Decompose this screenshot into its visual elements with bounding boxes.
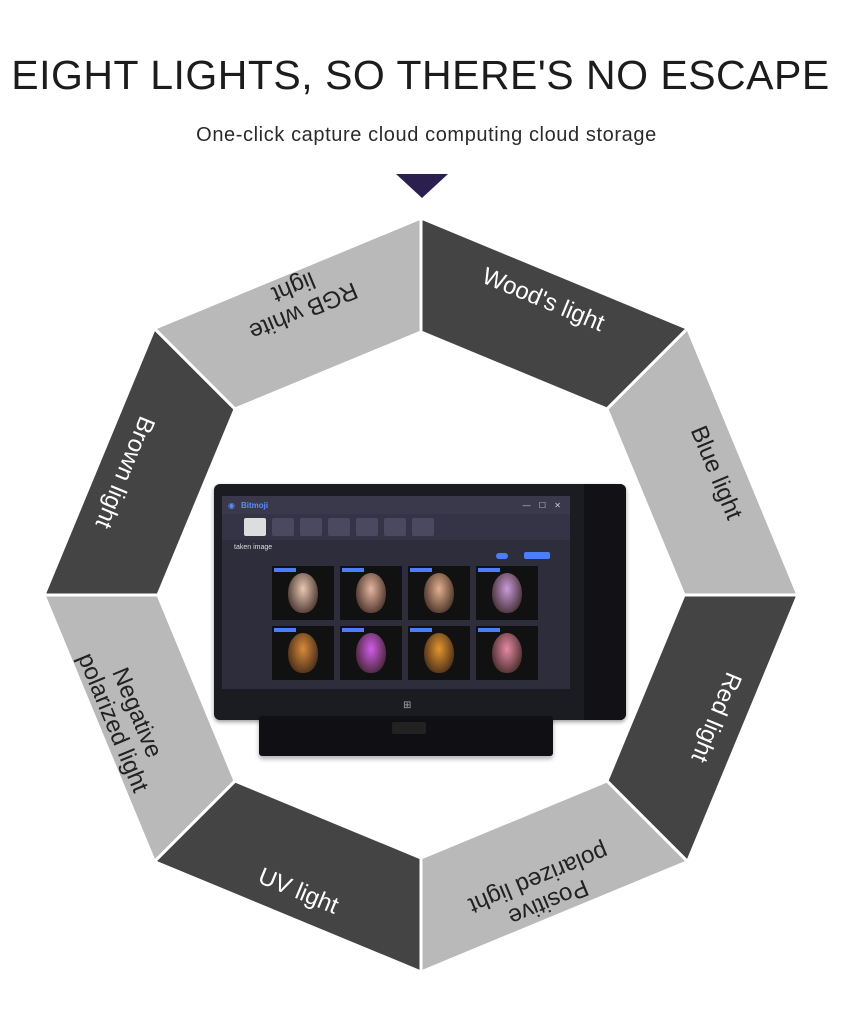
- section-label: taken image: [234, 544, 273, 551]
- human-face-toggle[interactable]: [496, 553, 508, 559]
- face-thumbnail[interactable]: [272, 566, 334, 620]
- thumbnail-tag: [478, 568, 500, 572]
- page-subtitle: One-click capture cloud computing cloud …: [196, 124, 657, 146]
- tool-button[interactable]: [384, 518, 406, 536]
- tool-button[interactable]: [272, 518, 294, 536]
- page-title: EIGHT LIGHTS, SO THERE'S NO ESCAPE: [11, 52, 830, 98]
- thumbnail-tag: [274, 568, 296, 572]
- tool-button[interactable]: [356, 518, 378, 536]
- face-thumbnail[interactable]: [476, 626, 538, 680]
- thumbnail-tag: [410, 568, 432, 572]
- triangle-marker-icon: [396, 174, 448, 198]
- tablet-screen: ◉ Bitmoji — ☐ ✕ taken image: [222, 496, 570, 689]
- face-thumbnail[interactable]: [340, 566, 402, 620]
- tool-button[interactable]: [412, 518, 434, 536]
- thumbnail-tag: [342, 628, 364, 632]
- action-button[interactable]: [524, 552, 550, 559]
- face-thumbnail[interactable]: [408, 566, 470, 620]
- thumbnail-tag: [478, 628, 500, 632]
- ring-segment: [151, 215, 423, 411]
- app-toolbar: [222, 514, 570, 540]
- face-thumbnail[interactable]: [340, 626, 402, 680]
- face-image: [288, 633, 318, 673]
- camera-tool-button[interactable]: [244, 518, 266, 536]
- face-thumbnail[interactable]: [408, 626, 470, 680]
- face-thumbnail[interactable]: [272, 626, 334, 680]
- thumbnail-tag: [274, 628, 296, 632]
- face-image-grid: [272, 566, 542, 680]
- face-image: [356, 573, 386, 613]
- face-image: [288, 573, 318, 613]
- app-logo-icon: ◉: [228, 500, 235, 510]
- face-thumbnail[interactable]: [476, 566, 538, 620]
- thumbnail-tag: [342, 568, 364, 572]
- face-image: [492, 633, 522, 673]
- tablet-bezel: [584, 484, 626, 720]
- app-name: Bitmoji: [240, 500, 269, 510]
- windows-logo-icon: ⊞: [403, 700, 412, 711]
- tool-button[interactable]: [300, 518, 322, 536]
- face-image: [424, 573, 454, 613]
- face-image: [492, 573, 522, 613]
- face-image: [424, 633, 454, 673]
- window-controls[interactable]: — ☐ ✕: [522, 500, 564, 510]
- thumbnail-tag: [410, 628, 432, 632]
- face-image: [356, 633, 386, 673]
- stand-connector: [392, 722, 426, 734]
- tool-button[interactable]: [328, 518, 350, 536]
- app-title-bar: ◉ Bitmoji — ☐ ✕: [222, 496, 570, 514]
